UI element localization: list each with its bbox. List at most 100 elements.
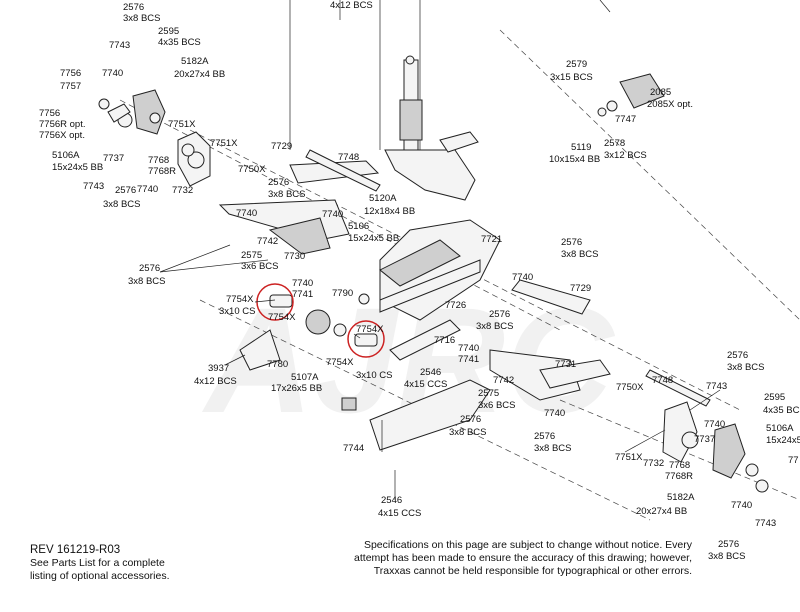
part-label: 7754X xyxy=(326,357,354,368)
part-label: 7740 xyxy=(544,408,565,419)
part-label: 12x18x4 BB xyxy=(364,206,415,217)
chassis xyxy=(379,219,501,321)
part-label: 15x24x5 BB xyxy=(348,233,399,244)
part-label: 4x15 CCS xyxy=(378,508,421,519)
part-label: 3x8 BCS xyxy=(268,189,306,200)
part-label: 7737 xyxy=(694,434,715,445)
part-label: 7757 xyxy=(60,81,81,92)
part-label: 15x24x5 BB xyxy=(52,162,103,173)
part-label: 2085 xyxy=(650,87,671,98)
part-label: 2575 xyxy=(478,388,499,399)
part-label: 7751X xyxy=(210,138,238,149)
part-label: 5182A xyxy=(667,492,695,503)
part-label: 10x15x4 BB xyxy=(549,154,600,165)
part-label: 77 xyxy=(788,455,799,466)
parts-list-note: listing of optional accessories. xyxy=(30,570,170,582)
part-label: 7743 xyxy=(83,181,104,192)
part-label: 7740 xyxy=(512,272,533,283)
part-label: 7729 xyxy=(570,283,591,294)
part-label: 4x35 BCS xyxy=(158,37,201,48)
part-label: 7748 xyxy=(652,375,673,386)
part-label: 7754X xyxy=(268,312,296,323)
part-label: 7756 xyxy=(39,108,60,119)
skid-plates xyxy=(239,319,491,451)
part-label: 2578 xyxy=(604,138,625,149)
part-label: 7740 xyxy=(292,278,313,289)
part-label: 5120A xyxy=(369,193,397,204)
part-label: 7768R xyxy=(148,166,176,177)
disclaimer: Specifications on this page are subject … xyxy=(300,539,692,578)
part-label: 20x27x4 BB xyxy=(636,506,687,517)
part-label: 2576 xyxy=(460,414,481,425)
part-label: 15x24x5 xyxy=(766,435,800,446)
part-label: 7741 xyxy=(458,354,479,365)
part-label: 2579 xyxy=(566,59,587,70)
part-label: 2595 xyxy=(764,392,785,403)
part-label: 7768 xyxy=(669,460,690,471)
part-label: 7732 xyxy=(643,458,664,469)
part-label: 2576 xyxy=(489,309,510,320)
part-label: 7743 xyxy=(755,518,776,529)
part-label: 5106A xyxy=(52,150,80,161)
part-label: 4x35 BCS xyxy=(763,405,800,416)
disclaimer-line: Traxxas cannot be held responsible for t… xyxy=(373,565,692,577)
part-label: 7750X xyxy=(238,164,266,175)
part-label: 7751X xyxy=(615,452,643,463)
disclaimer-line: attempt has been made to ensure the accu… xyxy=(354,552,692,564)
part-label: 2576 xyxy=(534,431,555,442)
part-label: 2576 xyxy=(561,237,582,248)
part-label: 5119 xyxy=(571,142,591,153)
part-label: 2576 xyxy=(123,2,144,13)
part-label: 7740 xyxy=(731,500,752,511)
part-label: 3x8 BCS xyxy=(727,362,765,373)
part-label: 5106A xyxy=(766,423,794,434)
part-label: 7780 xyxy=(267,359,288,370)
part-label: 3x15 BCS xyxy=(550,72,593,83)
part-label: 7744 xyxy=(343,443,364,454)
part-label: 3x10 CS xyxy=(356,370,392,381)
part-label: 3x8 BCS xyxy=(128,276,166,287)
part-label: 4x12 BCS xyxy=(194,376,237,387)
part-label: 7721 xyxy=(481,234,502,245)
part-label: 7729 xyxy=(271,141,292,152)
part-label: 2546 xyxy=(420,367,441,378)
part-label: 2576 xyxy=(139,263,160,274)
part-label: 3x8 BCS xyxy=(708,551,746,562)
part-label: 7740 xyxy=(236,208,257,219)
part-label: 7737 xyxy=(103,153,124,164)
part-label: 2576 xyxy=(115,185,136,196)
part-label: 7740 xyxy=(704,419,725,430)
part-label: 7742 xyxy=(257,236,278,247)
steering-servo xyxy=(597,73,665,117)
part-label: 7731 xyxy=(555,359,576,370)
part-label: 2576 xyxy=(718,539,739,550)
part-label: 5182A xyxy=(181,56,209,67)
part-label: 3x12 BCS xyxy=(604,150,647,161)
part-label: 3x8 BCS xyxy=(534,443,572,454)
part-label: 7732 xyxy=(172,185,193,196)
part-label: 2575 xyxy=(241,250,262,261)
part-label: 3x8 BCS xyxy=(476,321,514,332)
part-label: 7751X xyxy=(168,119,196,130)
part-label: 3x8 BCS xyxy=(123,13,161,24)
part-label: 7730 xyxy=(284,251,305,262)
revision-number: REV 161219-R03 xyxy=(30,544,121,556)
part-label: 7756 xyxy=(60,68,81,79)
part-label: 3937 xyxy=(208,363,229,374)
part-label: 7747 xyxy=(615,114,636,125)
part-label: 7756X opt. xyxy=(39,130,85,141)
part-label: 2546 xyxy=(381,495,402,506)
part-label: 5106 xyxy=(348,221,369,232)
part-labels: 2576 3x8 BCS 2595 4x35 BCS 7743 4x12 BCS… xyxy=(39,0,800,562)
part-label: 7790 xyxy=(332,288,353,299)
part-label: 7740 xyxy=(137,184,158,195)
part-label: 4x15 CCS xyxy=(404,379,447,390)
part-label: 7756R opt. xyxy=(39,119,85,130)
revision-note: REV 161219-R03 See Parts List for a comp… xyxy=(30,544,270,583)
parts-list-note: See Parts List for a complete xyxy=(30,557,165,569)
part-label: 2595 xyxy=(158,26,179,37)
part-label: 7742 xyxy=(493,375,514,386)
part-label: 7740 xyxy=(322,209,343,220)
part-label: 7754X xyxy=(356,324,384,335)
